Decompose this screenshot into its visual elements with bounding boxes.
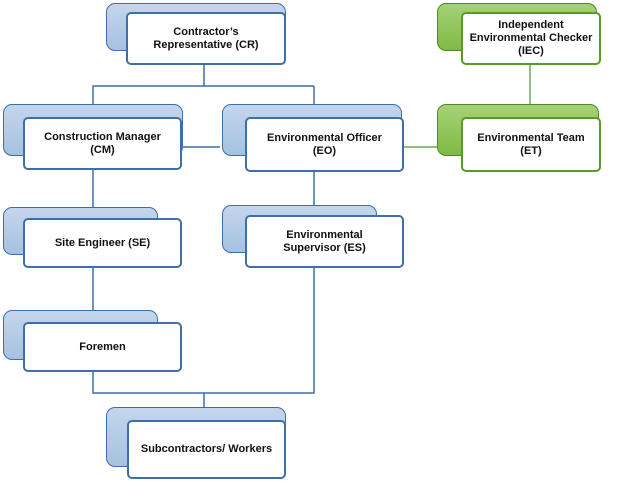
connector-cr-to-cm-eo — [92, 65, 205, 120]
node-environmental-team: Environmental Team (ET) — [461, 117, 601, 172]
node-environmental-supervisor: Environmental Supervisor (ES) — [245, 215, 404, 268]
node-site-engineer: Site Engineer (SE) — [23, 218, 182, 268]
node-foremen: Foremen — [23, 322, 182, 372]
node-construction-manager: Construction Manager (CM) — [23, 117, 182, 170]
node-independent-environmental-checker: Independent Environmental Checker (IEC) — [461, 12, 601, 65]
node-environmental-officer: Environmental Officer (EO) — [245, 117, 404, 172]
node-contractors-representative: Contractor’s Representative (CR) — [126, 12, 286, 65]
connector-foremen-to-subcontractors — [92, 372, 204, 394]
connector-es-to-subcontractors — [204, 268, 315, 394]
node-subcontractors-workers: Subcontractors/ Workers — [127, 420, 286, 479]
